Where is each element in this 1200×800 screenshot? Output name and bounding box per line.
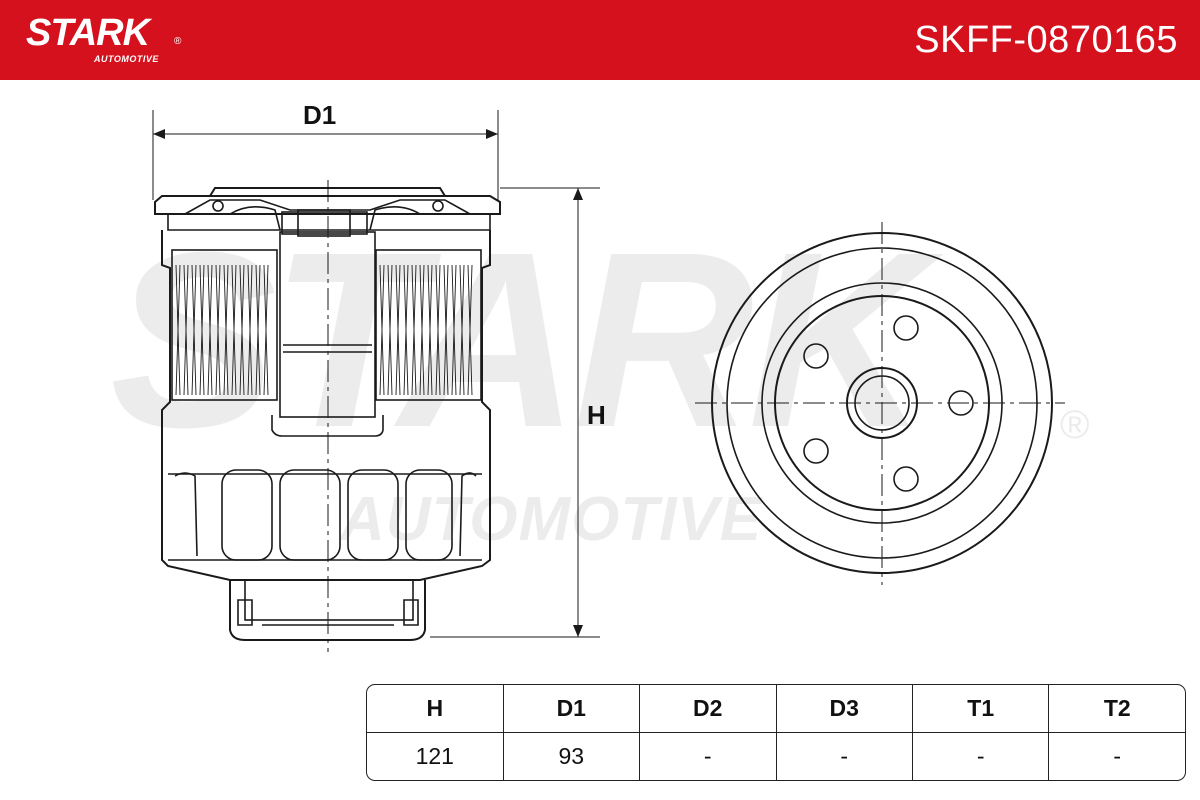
specs-header-t2: T2 xyxy=(1049,685,1185,733)
part-number: SKFF-0870165 xyxy=(914,19,1178,61)
header-bar: STARK ® AUTOMOTIVE SKFF-0870165 xyxy=(0,0,1200,80)
logo-registered-mark: ® xyxy=(174,36,182,47)
specs-header-d2: D2 xyxy=(640,685,777,733)
logo-brand: STARK xyxy=(26,12,150,54)
dimension-label-h: H xyxy=(587,400,606,430)
specs-value-d3: - xyxy=(777,733,913,780)
specs-table: H D1 D2 D3 T1 T2 121 93 - - - - xyxy=(366,684,1186,781)
specs-value-d2: - xyxy=(640,733,777,780)
specs-header-h: H xyxy=(367,685,504,733)
specs-value-t2: - xyxy=(1113,743,1122,769)
filter-top-view xyxy=(695,222,1065,585)
specs-header-d1: D1 xyxy=(503,685,641,733)
filter-side-view xyxy=(152,110,600,652)
stark-logo: STARK ® AUTOMOTIVE xyxy=(26,12,181,64)
specs-header-t1: T1 xyxy=(912,685,1050,733)
dimension-label-d1: D1 xyxy=(303,100,337,130)
specs-header-d3: D3 xyxy=(776,685,913,733)
specs-header-row: H D1 D2 D3 T1 T2 xyxy=(367,685,1185,733)
specs-value-t1: - xyxy=(913,733,1050,780)
logo-subtitle: AUTOMOTIVE xyxy=(94,54,159,64)
specs-value-h: 121 xyxy=(367,733,504,780)
specs-value-d1: 93 xyxy=(504,733,641,780)
specs-value-row: 121 93 - - - - xyxy=(367,733,1185,780)
